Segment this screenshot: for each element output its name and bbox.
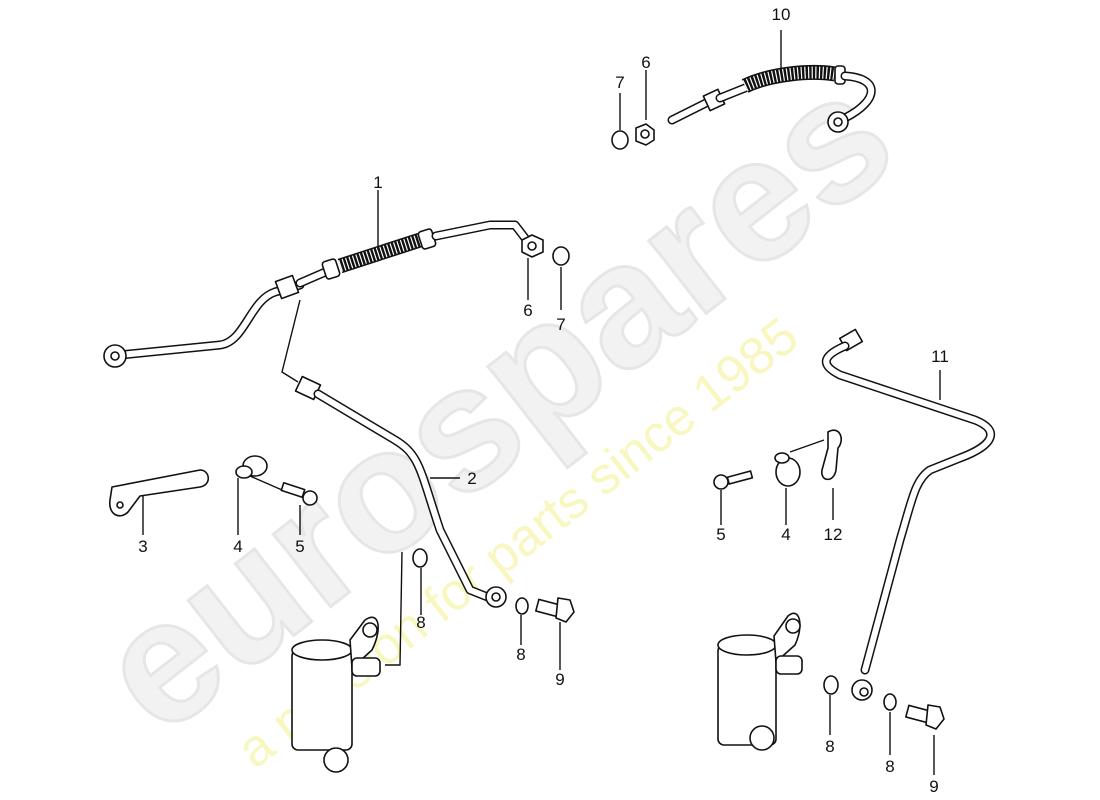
brake-pressure-regulator-left[interactable] (291, 616, 381, 773)
callout-7-center: 7 (556, 315, 565, 334)
part-9-banjo-bolt-left[interactable] (535, 597, 575, 623)
callout-labels: 1 2 3 4 5 6 7 6 7 10 11 4 5 12 8 8 9 8 8… (138, 5, 949, 796)
callout-6-top: 6 (641, 53, 650, 72)
callout-8-right-lower: 8 (885, 757, 894, 776)
callout-6-center: 6 (523, 301, 532, 320)
leader-1-to-2 (281, 299, 301, 383)
part-5-screw-left[interactable] (249, 475, 318, 506)
callout-leaders (142, 30, 941, 775)
part-6-nut-center[interactable] (521, 234, 544, 258)
callout-4-left: 4 (233, 537, 242, 556)
part-8-sealing-ring-right-upper[interactable] (823, 675, 839, 695)
callout-9-left: 9 (555, 670, 564, 689)
callout-10: 10 (772, 5, 791, 24)
callout-2: 2 (467, 469, 476, 488)
part-8-sealing-ring-left-lower[interactable] (515, 597, 529, 615)
part-8-sealing-ring-right-lower[interactable] (883, 693, 897, 711)
callout-3: 3 (138, 537, 147, 556)
callout-1: 1 (373, 173, 382, 192)
callout-8-right-upper: 8 (825, 737, 834, 756)
brake-pressure-regulator-right[interactable] (717, 612, 803, 751)
part-9-banjo-bolt-right[interactable] (905, 704, 945, 730)
callout-4-right: 4 (781, 525, 790, 544)
part-10-brake-hose[interactable] (667, 65, 876, 133)
callout-7-top: 7 (615, 73, 624, 92)
callout-8-left-lower: 8 (516, 645, 525, 664)
part-6-nut-top[interactable] (635, 123, 655, 146)
leader-regulator-left (385, 551, 403, 666)
part-1-brake-hose[interactable] (103, 220, 530, 368)
part-7-grommet-center[interactable] (552, 246, 570, 266)
part-4-clamp-left[interactable] (235, 455, 268, 479)
callout-5-left: 5 (295, 537, 304, 556)
part-11-brake-line-right[interactable] (821, 328, 996, 701)
callout-12: 12 (824, 525, 843, 544)
callout-11: 11 (931, 347, 949, 366)
part-8-sealing-ring-left-upper[interactable] (412, 548, 428, 568)
callout-5-right: 5 (716, 525, 725, 544)
part-12-bracket-right[interactable] (789, 429, 842, 481)
part-3-bracket[interactable] (109, 469, 210, 517)
part-4-clamp-right[interactable] (774, 452, 801, 487)
part-5-screw-right[interactable] (713, 470, 754, 490)
callout-8-left-upper: 8 (416, 613, 425, 632)
part-7-grommet-top[interactable] (611, 130, 629, 150)
part-2-brake-line[interactable] (294, 375, 507, 608)
callout-9-right: 9 (929, 777, 938, 796)
